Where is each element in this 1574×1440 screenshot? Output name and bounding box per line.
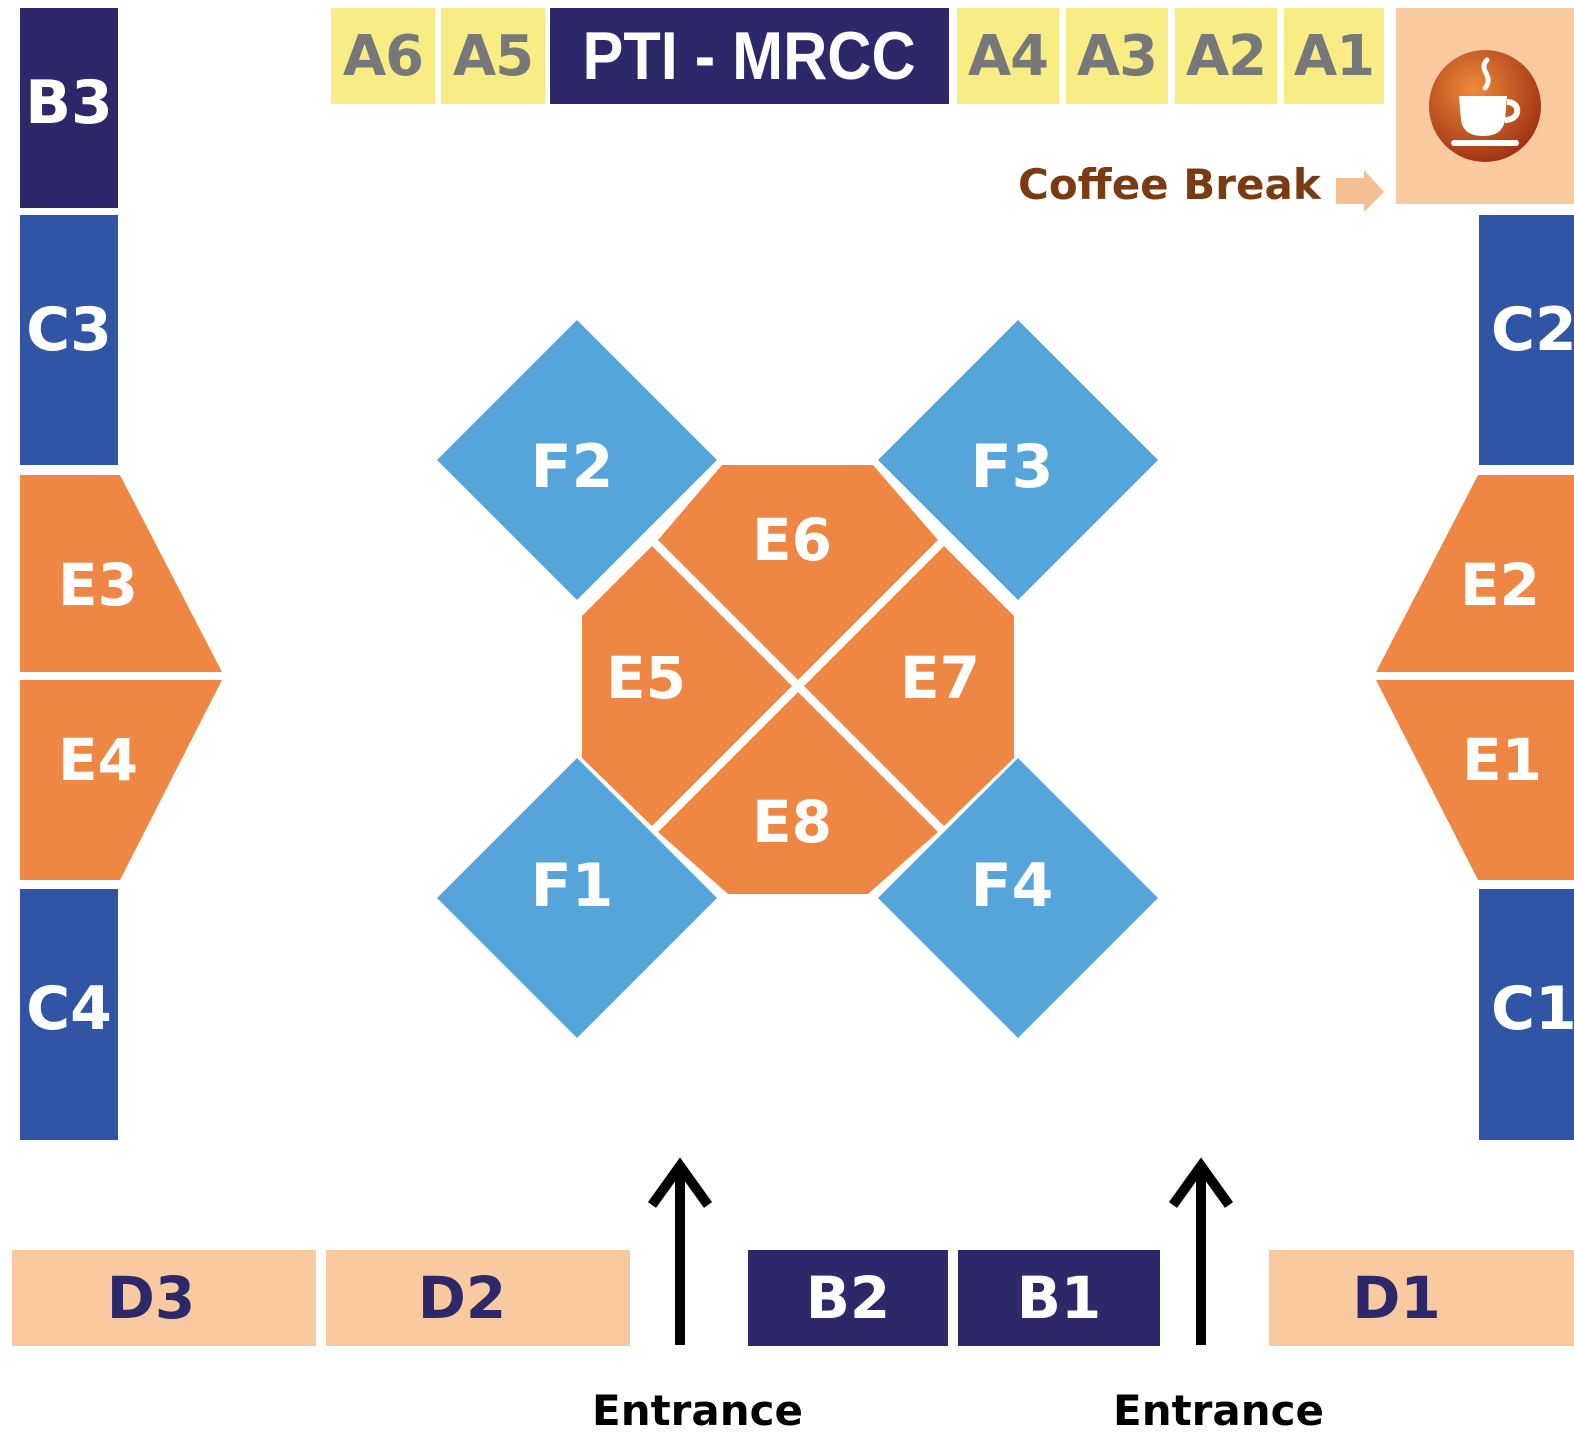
- stand-e6-label: E6: [752, 506, 832, 574]
- stand-c4-label: C4: [26, 973, 112, 1044]
- stand-e2-label: E2: [1460, 551, 1540, 619]
- stand-e8-label: E8: [752, 788, 832, 856]
- stand-b3-label: B3: [25, 68, 113, 138]
- coffee-cup-icon: [1429, 50, 1541, 162]
- stand-a5-label: A5: [452, 23, 534, 89]
- stand-e6[interactable]: E6: [658, 465, 938, 680]
- stand-d3[interactable]: D3: [12, 1250, 316, 1346]
- stand-c3-label: C3: [26, 295, 112, 365]
- stand-b2[interactable]: B2: [748, 1250, 948, 1346]
- stand-a2[interactable]: A2: [1175, 8, 1277, 104]
- stand-e1[interactable]: E1: [1376, 680, 1574, 880]
- stand-d3-label: D3: [106, 1264, 196, 1332]
- stand-a5[interactable]: A5: [441, 8, 545, 104]
- stand-d1-label: D1: [1352, 1264, 1441, 1332]
- stand-e8[interactable]: E8: [658, 692, 938, 894]
- stand-f3[interactable]: F3: [878, 320, 1158, 600]
- stand-c1[interactable]: C1: [1479, 889, 1574, 1140]
- stand-c2-label: C2: [1491, 295, 1574, 365]
- stand-c2[interactable]: C2: [1479, 215, 1574, 465]
- coffee-break-label: Coffee Break: [1018, 160, 1321, 209]
- stand-d1[interactable]: D1: [1269, 1250, 1574, 1346]
- stand-f2-label: F2: [531, 432, 614, 502]
- stand-b1-label: B1: [1016, 1264, 1102, 1332]
- stand-a6-label: A6: [342, 23, 424, 89]
- stand-a6[interactable]: A6: [331, 8, 435, 104]
- stand-a3[interactable]: A3: [1066, 8, 1168, 104]
- stand-a1[interactable]: A1: [1284, 8, 1384, 104]
- stand-e5-label: E5: [606, 644, 686, 712]
- stand-a1-label: A1: [1293, 23, 1375, 89]
- stand-e7[interactable]: E7: [804, 546, 1014, 826]
- stand-d2-label: D2: [417, 1264, 507, 1332]
- stand-c1-label: C1: [1491, 973, 1574, 1044]
- stand-b2-label: B2: [805, 1264, 891, 1332]
- stand-a4[interactable]: A4: [957, 8, 1059, 104]
- stand-f3-label: F3: [971, 432, 1054, 502]
- stand-f4[interactable]: F4: [878, 758, 1158, 1038]
- stand-e4-label: E4: [58, 726, 138, 794]
- stand-pti-mrcc[interactable]: PTI - MRCC: [550, 8, 949, 104]
- stand-b1[interactable]: B1: [958, 1250, 1160, 1346]
- stand-f1-label: F1: [531, 851, 614, 921]
- stand-f1[interactable]: F1: [437, 758, 717, 1038]
- stand-a3-label: A3: [1076, 23, 1158, 89]
- stand-b3[interactable]: B3: [20, 8, 118, 208]
- stand-e3-label: E3: [58, 551, 138, 619]
- entrance-left-arrow-icon: [647, 1157, 713, 1345]
- stand-d2[interactable]: D2: [326, 1250, 630, 1346]
- stand-c4[interactable]: C4: [20, 889, 118, 1140]
- entrance-left-label: Entrance: [592, 1386, 804, 1435]
- entrance-right-arrow-icon: [1168, 1157, 1234, 1345]
- stand-e4[interactable]: E4: [20, 680, 222, 880]
- coffee-break-area[interactable]: [1396, 8, 1574, 204]
- stand-f2[interactable]: F2: [437, 320, 717, 600]
- stand-e7-label: E7: [900, 644, 980, 712]
- stand-e5[interactable]: E5: [582, 546, 792, 826]
- entrance-right-label: Entrance: [1113, 1386, 1325, 1435]
- stand-pti-mrcc-label: PTI - MRCC: [582, 18, 917, 94]
- stand-f4-label: F4: [971, 851, 1054, 921]
- stand-e1-label: E1: [1462, 726, 1542, 794]
- stand-e3[interactable]: E3: [20, 475, 222, 672]
- stand-a2-label: A2: [1185, 23, 1267, 89]
- stand-a4-label: A4: [967, 23, 1049, 89]
- stand-e2[interactable]: E2: [1376, 475, 1574, 672]
- stand-c3[interactable]: C3: [20, 215, 118, 465]
